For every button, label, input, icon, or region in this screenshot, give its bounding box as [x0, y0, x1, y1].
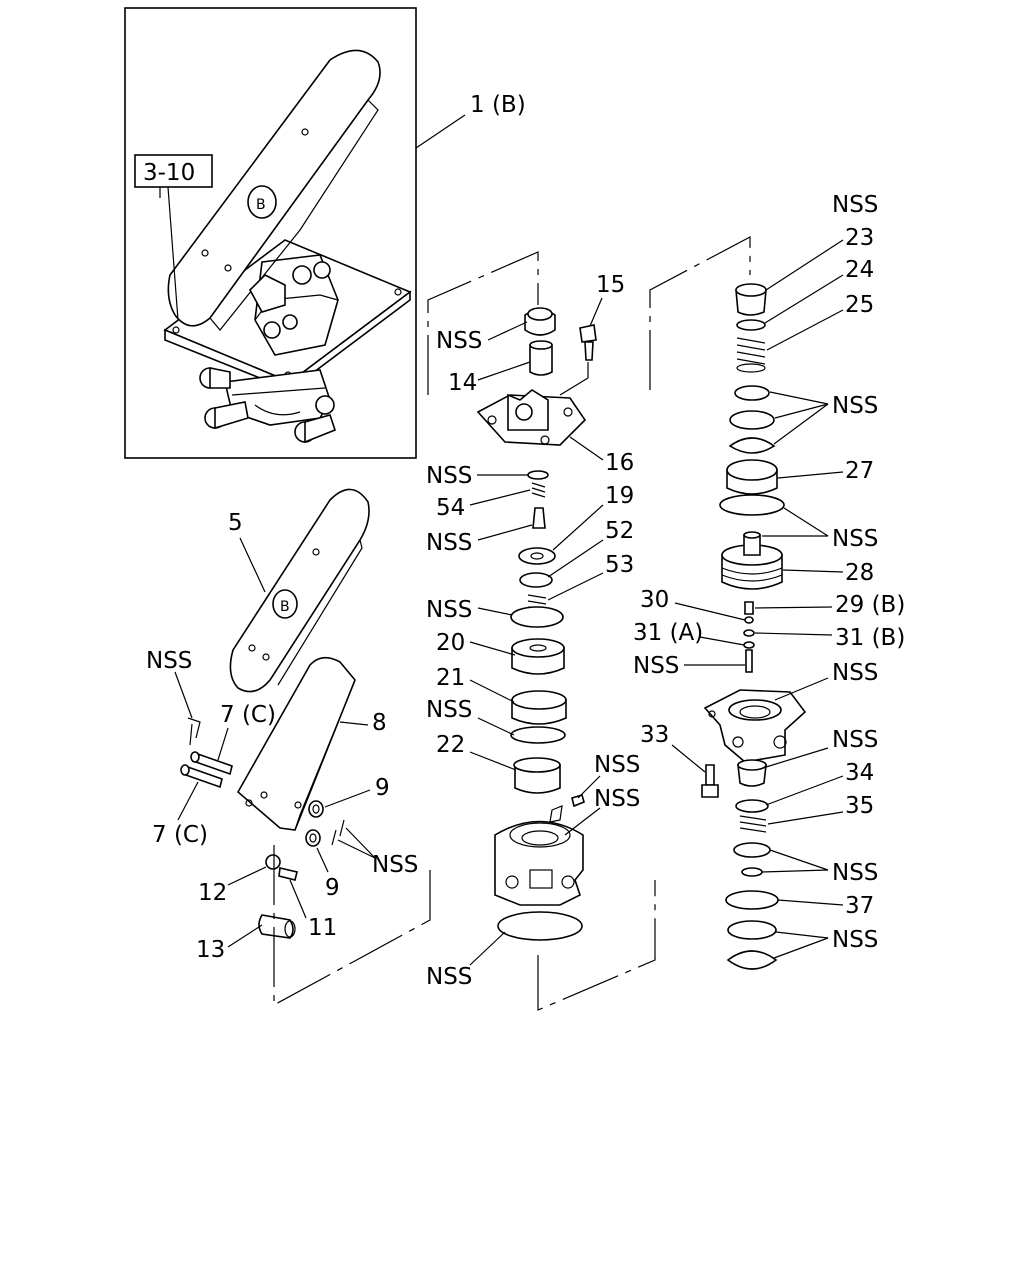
- callout-5: 5: [228, 510, 243, 536]
- callout-7C-bottom: 7 (C): [152, 822, 208, 848]
- pedal-badge: B: [280, 599, 290, 615]
- callout-28: 28: [845, 560, 874, 586]
- callout-nss-pin4: NSS: [594, 786, 640, 812]
- callout-21: 21: [436, 665, 465, 691]
- callout-15: 15: [596, 272, 625, 298]
- callout-20: 20: [436, 630, 465, 656]
- center-stack-illustration: [476, 307, 597, 941]
- callout-nss-pin3: NSS: [594, 752, 640, 778]
- callout-nss-bottom: NSS: [426, 964, 472, 990]
- callout-14: 14: [448, 370, 477, 396]
- callout-nss-seal: NSS: [426, 697, 472, 723]
- callout-nss-rings: NSS: [832, 393, 878, 419]
- callout-nss-pin: NSS: [146, 648, 192, 674]
- callout-13: 13: [196, 937, 225, 963]
- callout-1B: 1 (B): [470, 92, 526, 118]
- pedal-illustration: [229, 488, 370, 693]
- callout-7C-top: 7 (C): [220, 702, 276, 728]
- callout-nss-top-right: NSS: [832, 192, 878, 218]
- callout-37: 37: [845, 893, 874, 919]
- callout-nss-housing: NSS: [832, 660, 878, 686]
- callout-34: 34: [845, 760, 874, 786]
- callout-11: 11: [308, 915, 337, 941]
- callout-16: 16: [605, 450, 634, 476]
- callout-nss-cup: NSS: [832, 727, 878, 753]
- right-stack-illustration: [701, 283, 807, 970]
- callout-24: 24: [845, 257, 874, 283]
- callout-53: 53: [605, 552, 634, 578]
- callout-31B: 31 (B): [835, 625, 905, 651]
- washer-parts: [305, 800, 345, 847]
- callout-33: 33: [640, 722, 669, 748]
- callout-22: 22: [436, 732, 465, 758]
- reference-label: 3-10: [143, 160, 195, 186]
- callout-27: 27: [845, 458, 874, 484]
- callout-nss-cap: NSS: [436, 328, 482, 354]
- callout-30: 30: [640, 587, 669, 613]
- callout-19: 19: [605, 483, 634, 509]
- callout-31A: 31 (A): [633, 620, 703, 646]
- callout-nss-cotter: NSS: [372, 852, 418, 878]
- callout-8: 8: [372, 710, 387, 736]
- callout-25: 25: [845, 292, 874, 318]
- callout-35: 35: [845, 793, 874, 819]
- nut-and-screw-parts: [258, 854, 298, 939]
- pedal-bracket-illustration: [236, 656, 356, 831]
- callout-9-bottom: 9: [325, 875, 340, 901]
- callout-nss-oring: NSS: [426, 463, 472, 489]
- callout-nss-discs: NSS: [832, 860, 878, 886]
- callout-12: 12: [198, 880, 227, 906]
- callout-29B: 29 (B): [835, 592, 905, 618]
- callout-nss-ring2: NSS: [832, 526, 878, 552]
- callout-54: 54: [436, 495, 465, 521]
- callout-9-top: 9: [375, 775, 390, 801]
- assembly-illustration: [163, 49, 412, 444]
- assembly-inset-frame: [124, 7, 417, 459]
- reference-box: [134, 154, 213, 188]
- callout-23: 23: [845, 225, 874, 251]
- callout-nss-shaft: NSS: [633, 653, 679, 679]
- pin-parts: [180, 717, 233, 789]
- callout-52: 52: [605, 518, 634, 544]
- callout-nss-circlips: NSS: [832, 927, 878, 953]
- callout-nss-ring: NSS: [426, 597, 472, 623]
- inset-pedal-badge: B: [256, 197, 266, 213]
- callout-nss-pin2: NSS: [426, 530, 472, 556]
